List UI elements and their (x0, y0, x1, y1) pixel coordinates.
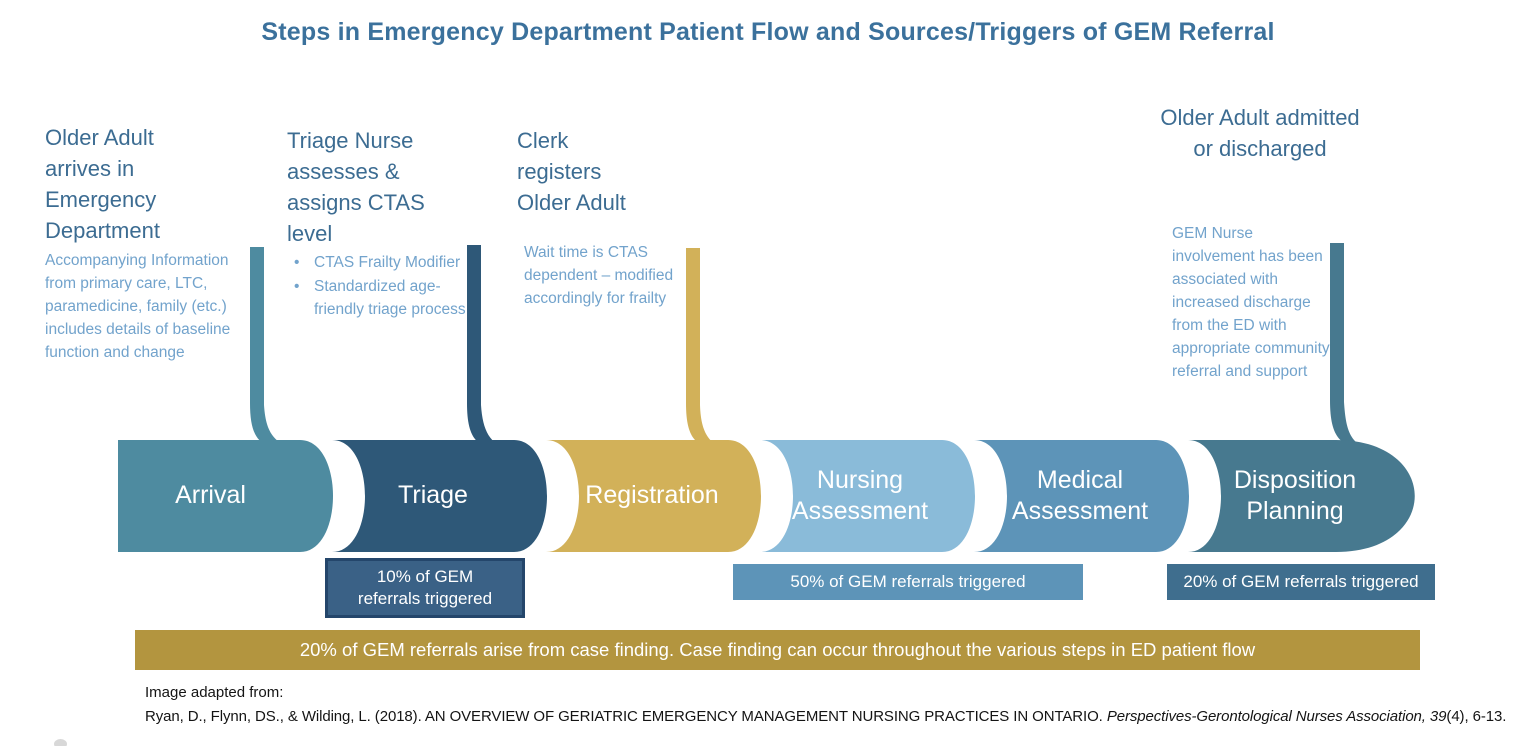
step-shape-triage (332, 440, 547, 552)
heading-registration-note: Clerk registers Older Adult (517, 128, 626, 216)
step-shape-arrival (118, 440, 333, 552)
step-label-registration: Registration (585, 481, 719, 510)
step-shape-registration (546, 440, 761, 552)
triage-bullet-item: Standardized age-friendly triage process (290, 276, 468, 321)
step-label-arrival: Arrival (175, 481, 246, 510)
note-disposition: GEM Nurse involvement has been associate… (1172, 225, 1330, 380)
connector-triage (467, 245, 522, 452)
case-finding-bar: 20% of GEM referrals arise from case fin… (135, 630, 1420, 670)
heading-arrival-note: Older Adult arrives in Emergency Departm… (45, 125, 160, 244)
triage-bullet-list: CTAS Frailty Modifier Standardized age-f… (290, 252, 468, 323)
step-label-disposition-planning: Disposition Planning (1233, 465, 1357, 525)
badge-disposition-referrals: 20% of GEM referrals triggered (1167, 564, 1435, 600)
connector-arrival (250, 247, 315, 452)
heading-disposition-note: Older Adult admitted or discharged (1160, 105, 1360, 162)
step-shape-medical-assessment (974, 440, 1189, 552)
screen-artifact-dot (54, 739, 67, 746)
citation-body: Ryan, D., Flynn, DS., & Wilding, L. (201… (145, 708, 1107, 725)
page-title: Steps in Emergency Department Patient Fl… (261, 18, 1275, 46)
step-shape-disposition-planning (1188, 440, 1415, 552)
citation-journal: Perspectives-Gerontological Nurses Assoc… (1106, 708, 1447, 725)
step-label-triage: Triage (398, 481, 468, 510)
note-registration: Wait time is CTAS dependent – modified a… (524, 244, 674, 307)
badge-assessment-referrals: 50% of GEM referrals triggered (733, 564, 1083, 600)
heading-triage-note: Triage Nurse assesses & assigns CTAS lev… (287, 128, 425, 247)
citation-pages: (4), 6-13. (1446, 708, 1507, 725)
citation-reference: Ryan, D., Flynn, DS., & Wilding, L. (201… (145, 708, 1506, 725)
step-shape-nursing-assessment (760, 440, 975, 552)
step-label-nursing-assessment: Nursing Assessment (791, 465, 929, 525)
triage-bullet-item: CTAS Frailty Modifier (290, 252, 468, 275)
badge-triage-referrals: 10% of GEM referrals triggered (325, 558, 525, 618)
connector-registration (686, 248, 740, 452)
step-label-medical-assessment: Medical Assessment (1011, 465, 1149, 525)
citation-intro: Image adapted from: (145, 684, 284, 701)
connector-disposition (1330, 243, 1380, 451)
note-arrival: Accompanying Information from primary ca… (45, 252, 231, 361)
